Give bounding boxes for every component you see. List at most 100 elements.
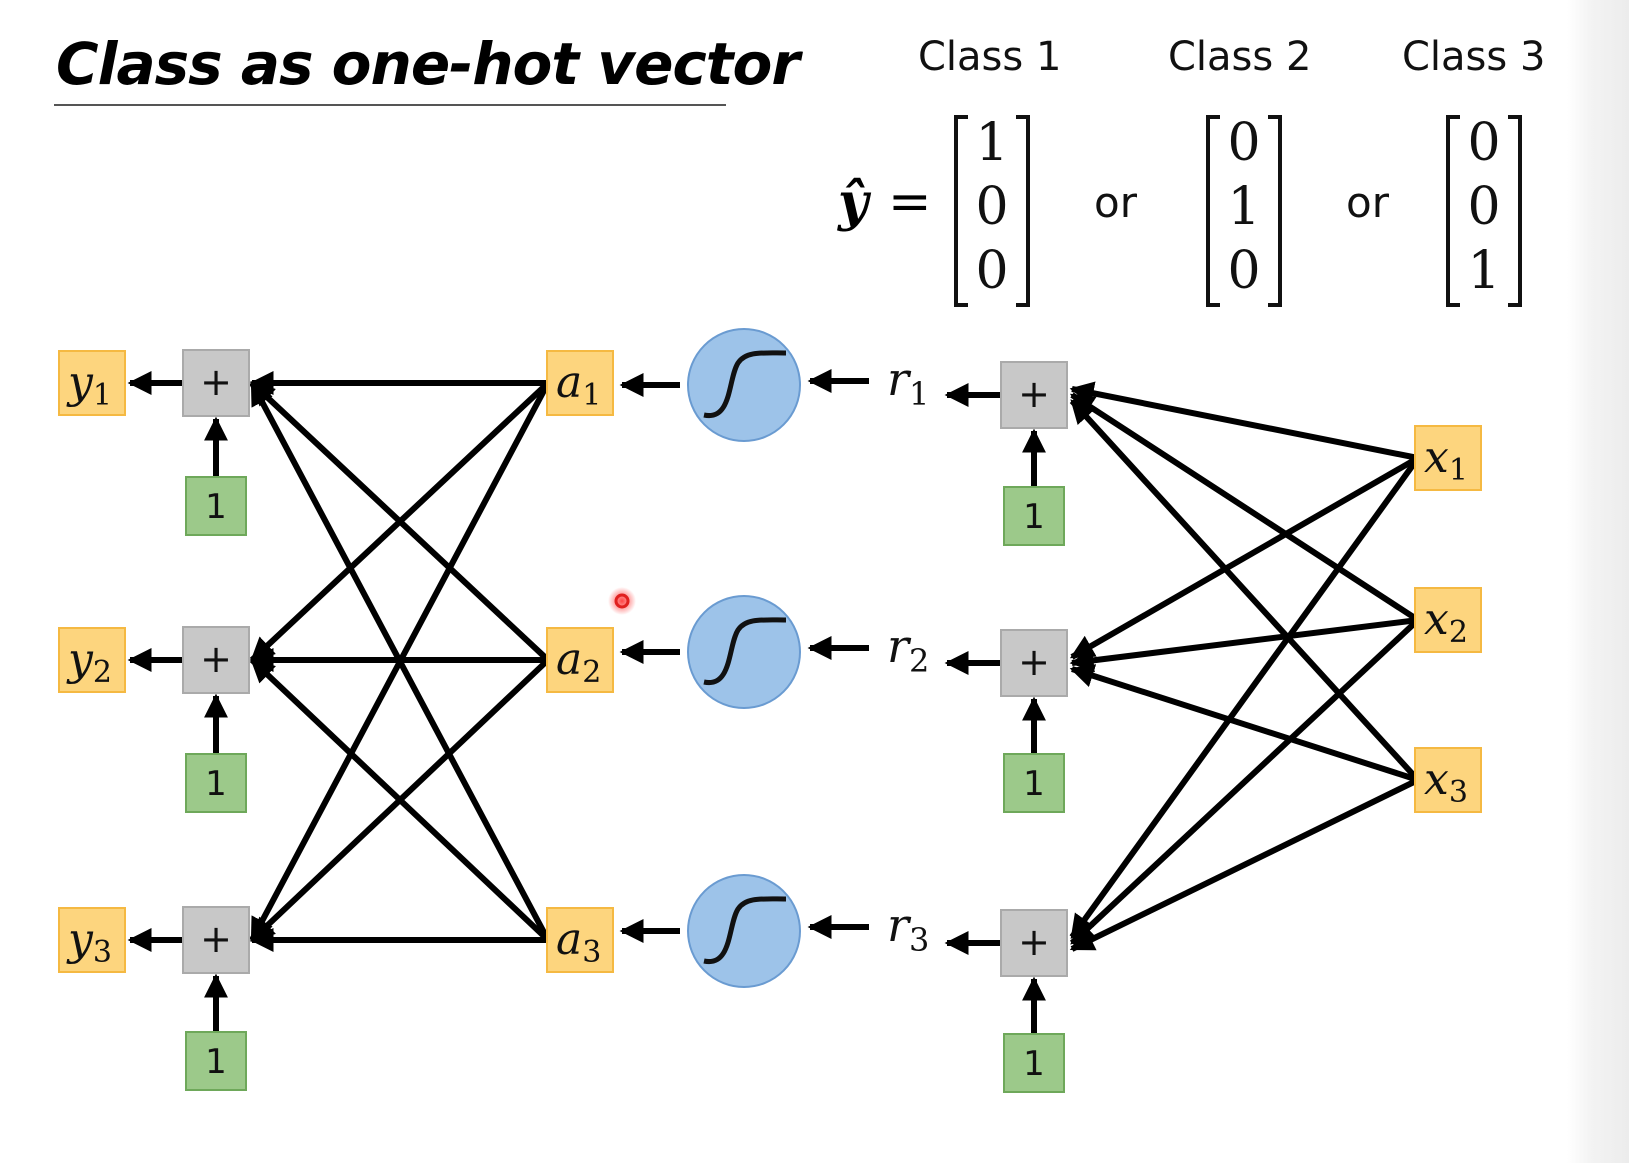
or-separator: or <box>1094 178 1137 227</box>
hidden-sum-node-1-box <box>1000 361 1068 429</box>
right-bracket <box>1268 115 1282 307</box>
output-sum-node-2-box <box>182 626 250 694</box>
sigmoid-curve-icon <box>703 617 787 685</box>
pointer-dot-icon <box>614 593 630 609</box>
hidden-bias-node-1: 1 <box>1003 486 1065 546</box>
edge-x3-to-sumR3 <box>1069 777 1420 952</box>
hidden-sum-node-2-box <box>1000 629 1068 697</box>
left-bracket <box>1206 115 1220 307</box>
input-node-x2-label: x2 <box>1424 594 1468 650</box>
one-hot-vector-class-2: 0 1 0 <box>1206 113 1282 307</box>
hidden-bias-node-1-label: 1 <box>1023 497 1045 537</box>
hidden-sum-node-1: + <box>1000 361 1068 429</box>
hidden-bias-node-3-box <box>1003 1033 1065 1093</box>
hidden-sum-node-2: + <box>1000 629 1068 697</box>
edge-x3-to-sumR1 <box>1069 398 1421 783</box>
y-hat-symbol: ŷ <box>838 172 869 233</box>
input-node-x2-box <box>1414 587 1482 653</box>
sigmoid-node-2-circle <box>687 595 801 709</box>
equals-sign: = <box>888 172 932 232</box>
activation-node-a1: a1 <box>546 350 614 416</box>
activation-node-a3-label: a3 <box>556 914 601 970</box>
sigmoid-node-3-circle <box>687 874 801 988</box>
output-node-y2-box <box>58 627 126 693</box>
edge-a1-to-sum3 <box>249 381 551 943</box>
pointer-glow <box>608 587 636 615</box>
sigmoid-node-1 <box>687 328 801 442</box>
pre-activation-r3: r3 <box>887 898 929 959</box>
hidden-bias-node-1-box <box>1003 486 1065 546</box>
output-node-y1-label: y1 <box>66 357 112 413</box>
or-separator: or <box>1346 178 1389 227</box>
output-node-y1: y1 <box>58 350 126 416</box>
vector-entry: 0 <box>1227 113 1261 173</box>
edge-x1-to-sumR3 <box>1069 456 1421 939</box>
activation-node-a3-box <box>546 907 614 973</box>
vector-entry: 0 <box>1467 177 1501 237</box>
activation-node-a1-box <box>546 350 614 416</box>
output-sum-node-3-box <box>182 906 250 974</box>
class-1-label: Class 1 <box>918 34 1062 80</box>
sigmoid-curve-icon <box>703 350 787 418</box>
hidden-bias-node-2-box <box>1003 753 1065 813</box>
output-bias-node-3: 1 <box>185 1031 247 1091</box>
output-bias-node-1-label: 1 <box>205 487 227 527</box>
edge-x2-to-sumR2 <box>1069 617 1419 673</box>
vector-entry: 0 <box>1227 241 1261 301</box>
hidden-sum-node-3-box <box>1000 909 1068 977</box>
hidden-bias-node-3: 1 <box>1003 1033 1065 1093</box>
edge-x2-to-sumR3 <box>1069 617 1421 946</box>
input-node-x3-box <box>1414 747 1482 813</box>
output-bias-node-2: 1 <box>185 753 247 813</box>
output-bias-node-1-box <box>185 476 247 536</box>
left-bracket <box>954 115 968 307</box>
edge-x1-to-sumR2 <box>1069 455 1420 660</box>
output-node-y2: y2 <box>58 627 126 693</box>
output-bias-node-3-box <box>185 1031 247 1091</box>
activation-node-a1-label: a1 <box>556 357 601 413</box>
vector-entry: 0 <box>975 241 1009 301</box>
sigmoid-node-1-circle <box>687 328 801 442</box>
output-bias-node-2-box <box>185 753 247 813</box>
vector-entry: 1 <box>1467 241 1501 301</box>
class-2-label: Class 2 <box>1168 34 1312 80</box>
output-bias-node-3-label: 1 <box>205 1042 227 1082</box>
plus-icon: + <box>200 360 232 404</box>
edge-x1-to-sumR1 <box>1069 381 1419 461</box>
input-node-x1: x1 <box>1414 425 1482 491</box>
output-node-y3-box <box>58 907 126 973</box>
output-sum-node-2: + <box>182 626 250 694</box>
vector-entry: 0 <box>975 177 1009 237</box>
plus-icon: + <box>1018 920 1050 964</box>
input-node-x3: x3 <box>1414 747 1482 813</box>
hidden-bias-node-2-label: 1 <box>1023 764 1045 804</box>
plus-icon: + <box>200 637 232 681</box>
edge-x2-to-sumR1 <box>1069 392 1420 623</box>
activation-node-a2-label: a2 <box>556 634 601 690</box>
edge-x3-to-sumR2 <box>1069 664 1419 783</box>
input-node-x1-label: x1 <box>1424 432 1468 488</box>
one-hot-vector-class-3: 0 0 1 <box>1446 113 1522 307</box>
output-sum-node-1-box <box>182 349 250 417</box>
pre-activation-r1: r1 <box>887 352 929 413</box>
title-underline <box>54 104 726 106</box>
input-node-x2: x2 <box>1414 587 1482 653</box>
activation-node-a3: a3 <box>546 907 614 973</box>
right-bracket <box>1508 115 1522 307</box>
hidden-sum-node-3: + <box>1000 909 1068 977</box>
activation-node-a2-box <box>546 627 614 693</box>
vector-entry: 1 <box>1227 177 1261 237</box>
sigmoid-node-3 <box>687 874 801 988</box>
vector-entry: 1 <box>975 113 1009 173</box>
output-node-y3-label: y3 <box>66 914 112 970</box>
sigmoid-node-2 <box>687 595 801 709</box>
class-3-label: Class 3 <box>1402 34 1546 80</box>
plus-icon: + <box>1018 640 1050 684</box>
slide-title: Class as one-hot vector <box>56 30 800 98</box>
output-node-y2-label: y2 <box>66 634 112 690</box>
edge-a2-to-sum3 <box>249 657 551 943</box>
sigmoid-curve-icon <box>703 896 787 964</box>
edge-a1-to-sum2 <box>249 380 551 663</box>
output-sum-node-1: + <box>182 349 250 417</box>
